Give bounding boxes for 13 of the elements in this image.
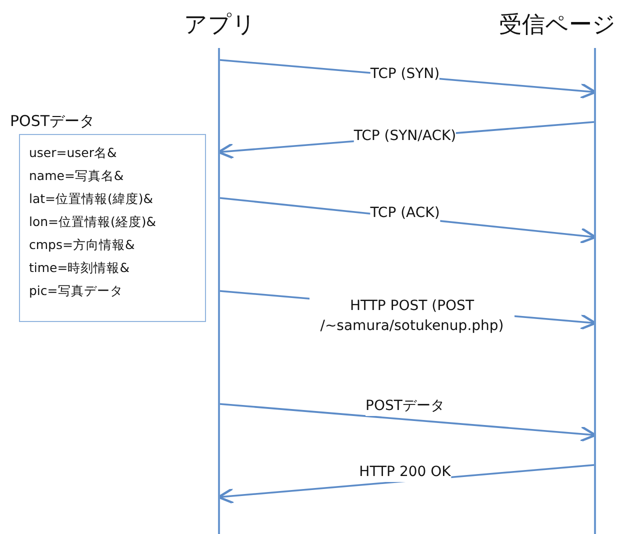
parameter-text: time=時刻情報&: [29, 260, 130, 277]
parameter-text: lon=位置情報(経度)&: [29, 214, 156, 231]
parameter-text: cmps=方向情報&: [29, 237, 135, 254]
message-arrow: [220, 403, 597, 442]
participant-label: アプリ: [184, 11, 256, 40]
participant-label: 受信ページ: [499, 11, 616, 40]
edge-label: TCP (ACK): [370, 203, 440, 223]
parameter-text: lat=位置情報(緯度)&: [29, 191, 154, 208]
parameter-text: user=user名&: [29, 145, 117, 162]
box-heading: POSTデータ: [10, 112, 95, 131]
parameter-text: name=写真名&: [29, 168, 124, 185]
edge-label: HTTP POST (POST /~samura/sotukenup.php): [310, 296, 514, 336]
parameter-text: pic=写真データ: [29, 283, 123, 300]
